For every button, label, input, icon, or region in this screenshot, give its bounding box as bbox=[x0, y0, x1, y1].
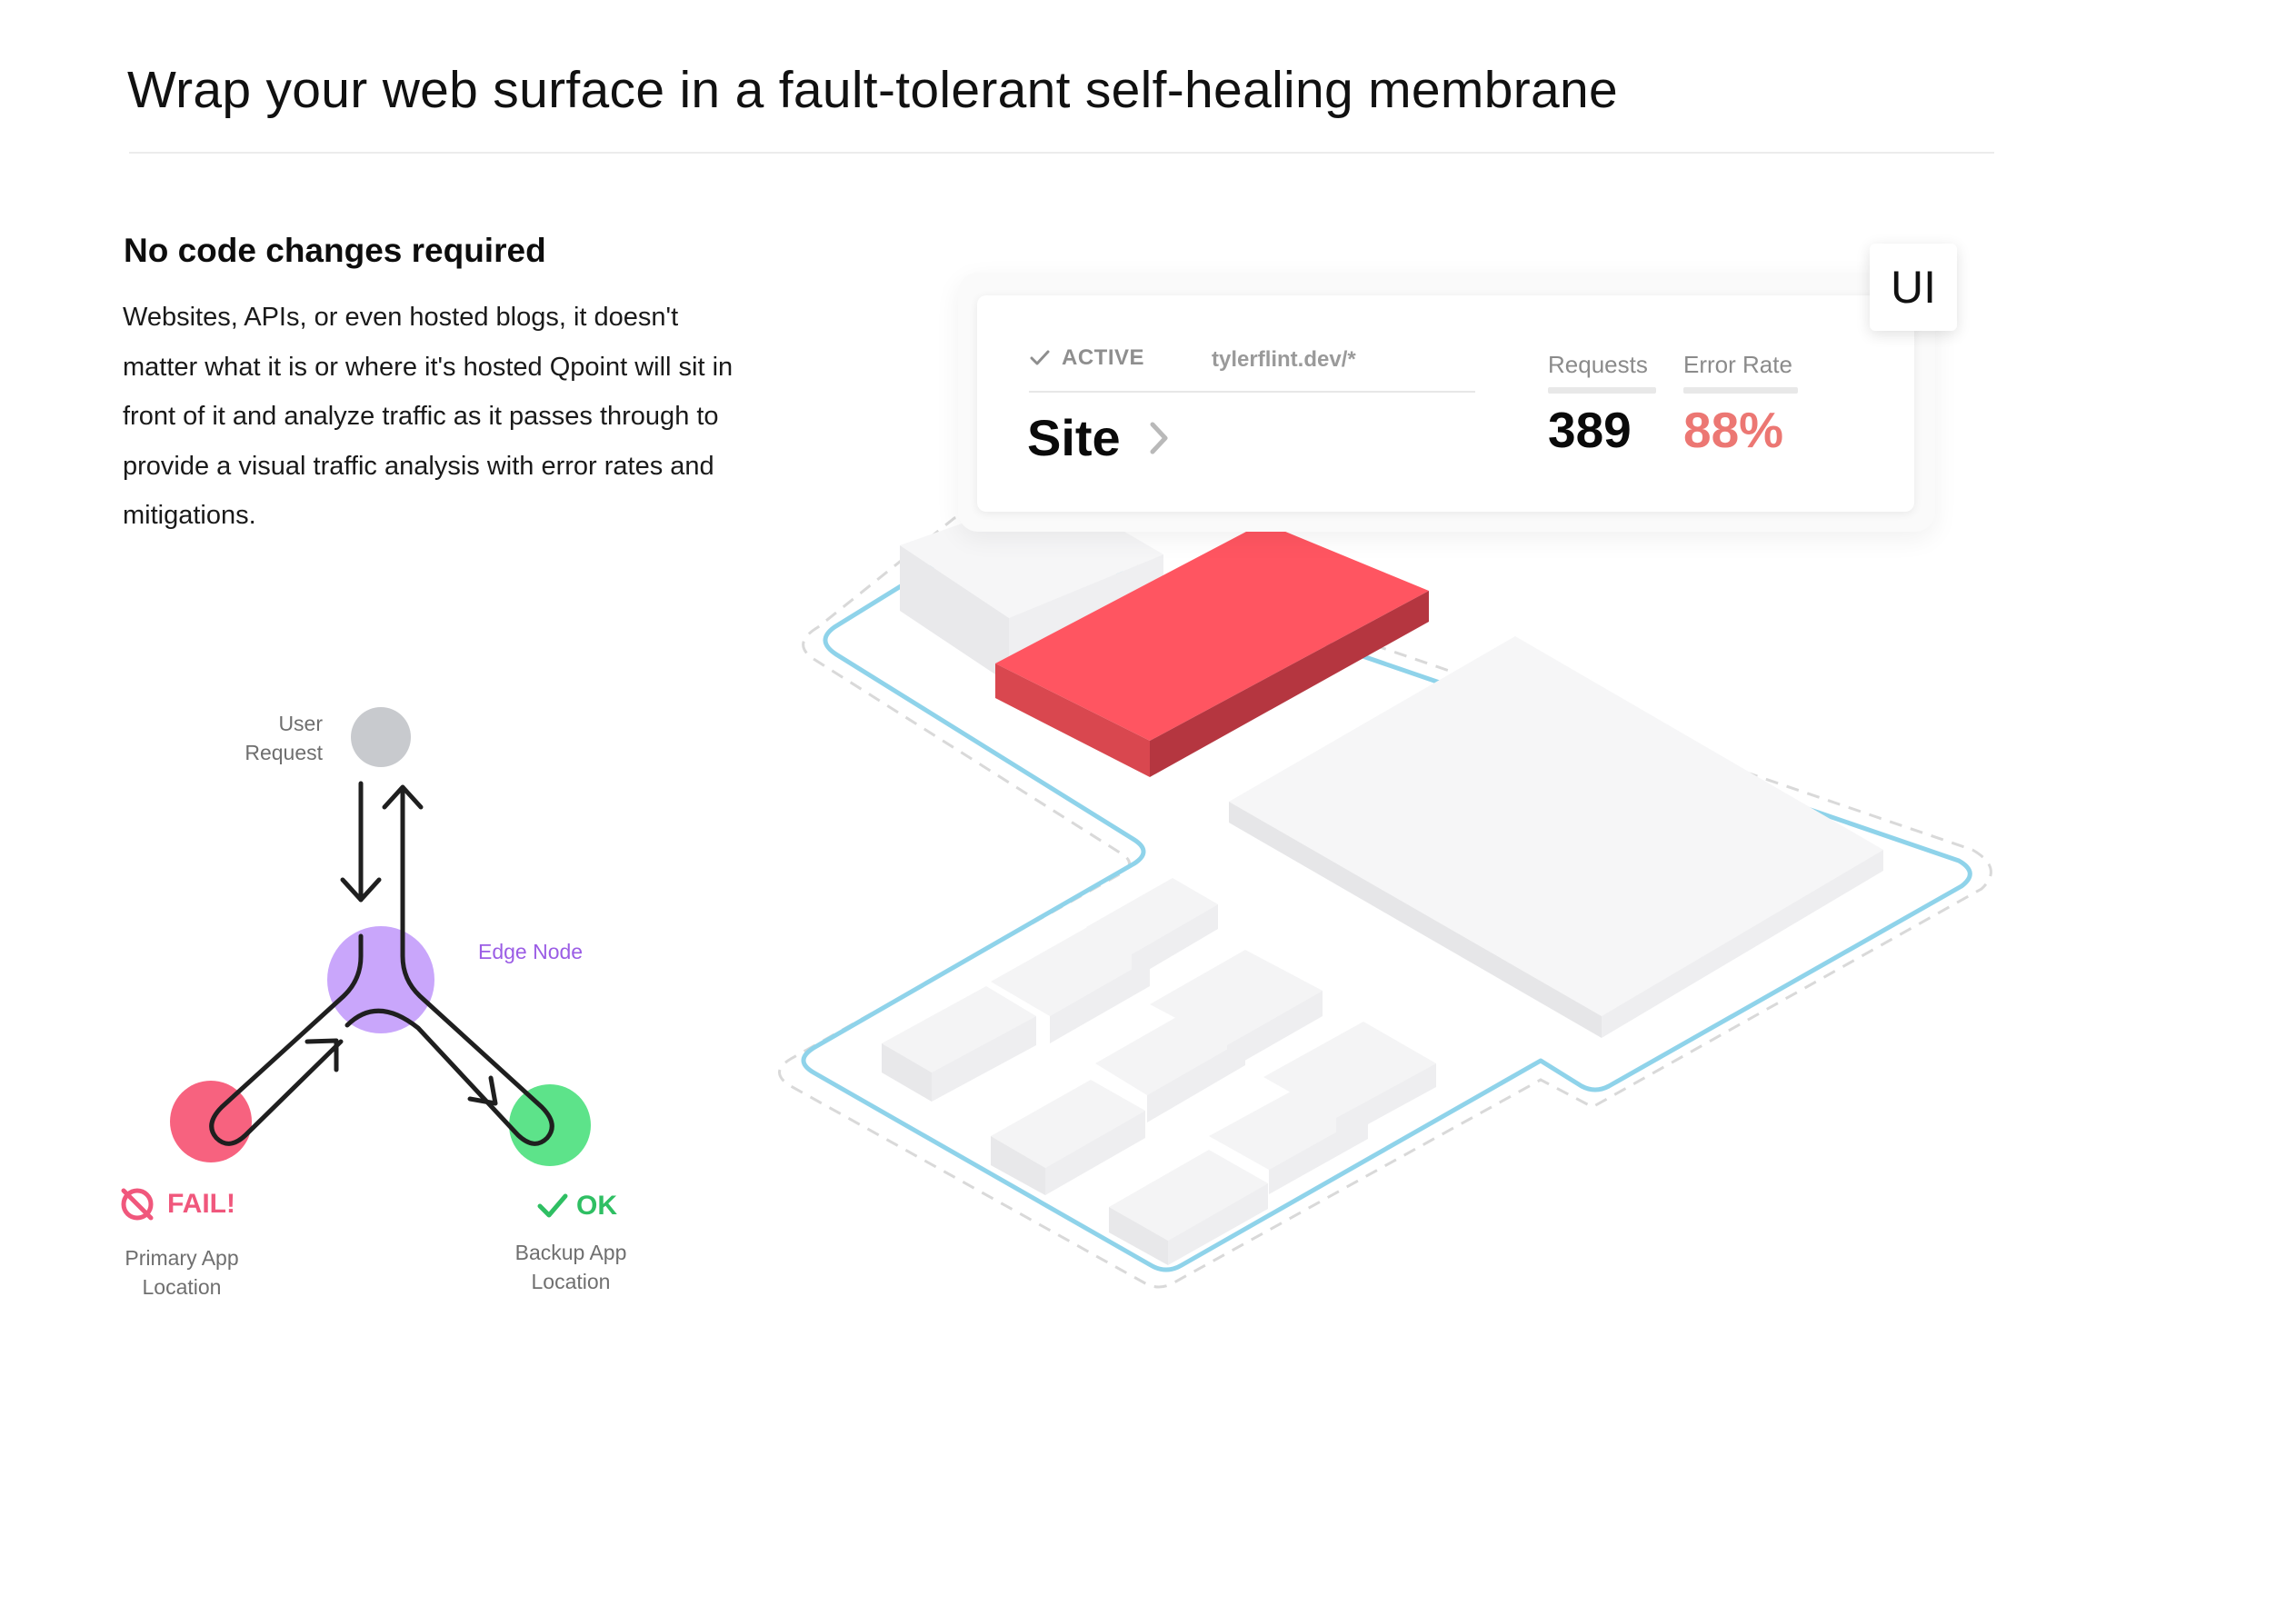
ok-status-text: OK bbox=[576, 1191, 617, 1221]
error-block bbox=[995, 523, 1429, 777]
requests-label: Requests bbox=[1548, 351, 1648, 378]
response-arrowhead bbox=[382, 784, 424, 810]
request-arrowhead bbox=[340, 877, 382, 903]
membrane-path bbox=[801, 529, 1972, 1272]
user-request-label-line2: Request bbox=[245, 741, 323, 764]
section-heading: No code changes required bbox=[124, 232, 546, 269]
fail-status-text: FAIL! bbox=[167, 1189, 235, 1219]
service-block-large bbox=[1229, 636, 1883, 1038]
edge-node-label: Edge Node bbox=[478, 940, 584, 963]
primary-app-label-line1: Primary App bbox=[125, 1246, 239, 1270]
retry-arrowhead bbox=[304, 1038, 339, 1072]
header-divider bbox=[129, 152, 1994, 154]
backup-route-path bbox=[344, 924, 554, 1146]
primary-app-label-line2: Location bbox=[142, 1275, 222, 1299]
status-text: ACTIVE bbox=[1062, 345, 1145, 370]
check-icon bbox=[537, 1193, 568, 1218]
backup-app-label: Backup App Location bbox=[489, 1238, 653, 1296]
chevron-right-icon bbox=[1150, 422, 1168, 454]
error-rate-underline bbox=[1683, 387, 1798, 394]
user-request-node bbox=[351, 707, 411, 767]
requests-underline bbox=[1548, 387, 1656, 394]
ui-badge: UI bbox=[1870, 244, 1957, 331]
error-rate-label: Error Rate bbox=[1683, 351, 1792, 378]
service-cluster bbox=[882, 878, 1436, 1265]
backup-app-label-line2: Location bbox=[531, 1270, 611, 1293]
error-rate-value: 88% bbox=[1683, 402, 1784, 458]
primary-route-path bbox=[209, 933, 364, 1146]
ok-status: OK bbox=[536, 1191, 617, 1222]
edge-node bbox=[327, 926, 434, 1033]
section-description: Websites, APIs, or even hosted blogs, it… bbox=[123, 303, 734, 530]
site-link[interactable]: Site bbox=[1027, 408, 1170, 467]
check-icon bbox=[1030, 350, 1050, 365]
no-entry-icon bbox=[121, 1188, 154, 1221]
card-divider bbox=[1029, 391, 1475, 393]
page-title: Wrap your web surface in a fault-toleran… bbox=[127, 61, 1618, 119]
membrane-outer-dashed bbox=[778, 509, 1992, 1289]
site-domain: tylerflint.dev/* bbox=[1212, 347, 1356, 372]
user-request-label: User Request bbox=[232, 709, 323, 767]
backup-app-label-line1: Backup App bbox=[514, 1241, 627, 1264]
site-stats-card[interactable] bbox=[977, 295, 1914, 512]
site-status: ACTIVE bbox=[1029, 345, 1144, 371]
backup-arrowhead bbox=[467, 1075, 498, 1106]
fail-status: FAIL! bbox=[118, 1185, 235, 1223]
failover-flow-diagram bbox=[170, 707, 591, 1166]
requests-value: 389 bbox=[1548, 402, 1632, 458]
site-title: Site bbox=[1027, 409, 1121, 466]
primary-app-label: Primary App Location bbox=[100, 1243, 264, 1302]
user-request-label-line1: User bbox=[278, 712, 323, 735]
